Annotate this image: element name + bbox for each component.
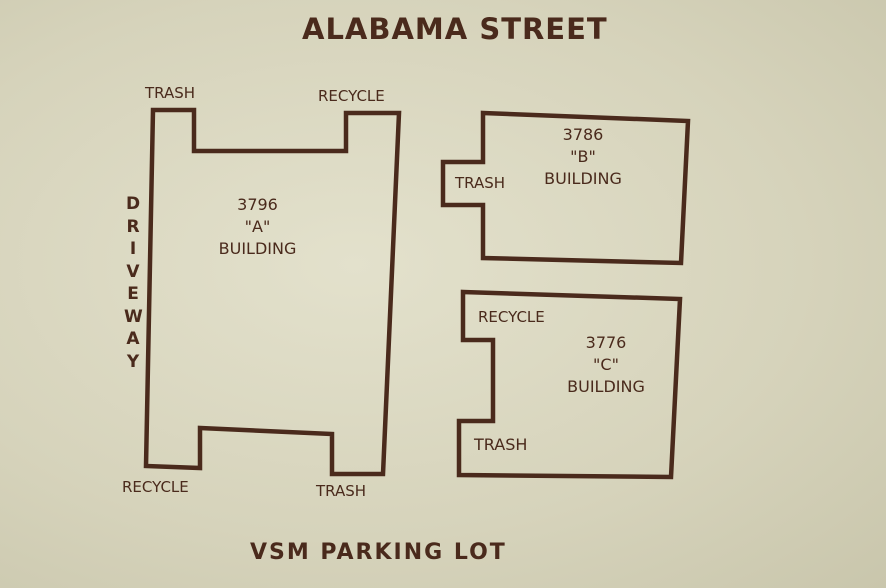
building-b-outline	[440, 110, 691, 266]
building-c-name: 3776 "C" BUILDING	[546, 332, 666, 398]
building-a-name: 3796 "A" BUILDING	[200, 194, 315, 260]
driveway-letter: R	[126, 216, 140, 237]
building-b-name: 3786 "B" BUILDING	[528, 124, 638, 190]
building-a-letter: "A"	[244, 217, 271, 236]
building-c-number: 3776	[585, 333, 627, 352]
building-b-letter: "B"	[570, 147, 596, 166]
building-c-trash: TRASH	[474, 435, 528, 454]
driveway-letter: W	[124, 306, 143, 327]
building-a-number: 3796	[237, 195, 278, 214]
building-a-label: BUILDING	[218, 239, 297, 258]
building-a-trash-top: TRASH	[145, 84, 196, 102]
driveway-letter: E	[127, 284, 139, 304]
building-a-recycle-bottom: RECYCLE	[122, 478, 189, 496]
driveway-letter: Y	[126, 351, 140, 372]
driveway-letter: I	[129, 239, 137, 259]
street-name: ALABAMA STREET	[302, 12, 608, 46]
driveway-label: D R I V E W A Y	[124, 193, 143, 373]
building-c-recycle: RECYCLE	[478, 308, 545, 326]
building-c-letter: "C"	[593, 355, 619, 374]
building-b-number: 3786	[562, 125, 604, 144]
parking-lot-label: VSM PARKING LOT	[250, 540, 507, 565]
building-a-outline	[143, 107, 402, 477]
building-a-trash-bottom: TRASH	[316, 482, 367, 500]
building-b-label: BUILDING	[544, 169, 622, 188]
driveway-letter: A	[126, 329, 140, 349]
building-a-recycle-top: RECYCLE	[318, 87, 385, 105]
building-c-outline	[456, 289, 683, 480]
building-b-trash: TRASH	[455, 174, 506, 192]
driveway-letter: D	[125, 194, 141, 214]
driveway-letter: V	[126, 261, 140, 282]
building-c-label: BUILDING	[567, 377, 645, 396]
